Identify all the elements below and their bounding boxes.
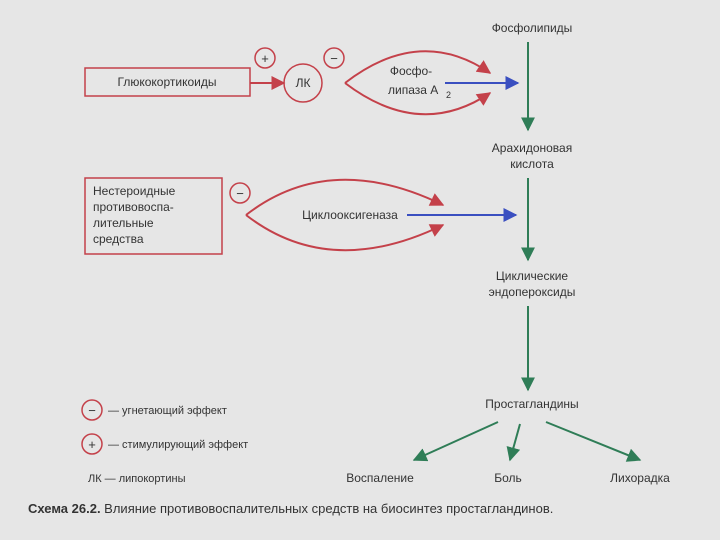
- node-cyclic-line1: Циклические: [496, 269, 569, 283]
- node-phospholipase-line2: липаза A: [388, 83, 438, 97]
- legend-minus-sign: −: [88, 403, 96, 418]
- node-fever: Лихорадка: [610, 471, 670, 485]
- legend-inhibit: — угнетающий эффект: [108, 405, 227, 417]
- node-arachidonic-line2: кислота: [510, 157, 554, 171]
- node-glucocorticoids: Глюкокортикоиды: [118, 75, 217, 89]
- node-pain: Боль: [494, 471, 522, 485]
- minus-sign-lk-text: −: [330, 51, 338, 66]
- legend-plus-sign: +: [88, 437, 96, 452]
- arrow-to-inflammation: [412, 421, 499, 462]
- box-nsaids: [84, 177, 223, 255]
- node-prostaglandins: Простагландины: [485, 397, 578, 411]
- legend-stimulate: — стимулирующий эффект: [108, 439, 248, 451]
- minus-sign-nsaids: [229, 182, 251, 204]
- node-nsaids-line2: противовоспа-: [93, 200, 174, 214]
- legend-lk-abbr: ЛК — липокортины: [88, 473, 186, 485]
- cyclooxygenase-lower-curve: [245, 214, 445, 252]
- node-nsaids-line4: средства: [93, 232, 144, 246]
- phospholipase-upper-curve: [344, 50, 492, 84]
- legend-plus-circle: [81, 433, 103, 455]
- node-inflammation: Воспаление: [346, 471, 414, 485]
- arrow-to-pain: [506, 423, 521, 462]
- node-phospholipids: Фосфолипиды: [492, 21, 573, 35]
- node-nsaids-line1: Нестероидные: [93, 184, 176, 198]
- cyclooxygenase-upper-curve: [245, 178, 445, 216]
- node-arachidonic-line1: Арахидоновая: [492, 141, 572, 155]
- node-phospholipase-subscript: 2: [446, 90, 451, 100]
- plus-sign-glucocorticoids: [254, 47, 276, 69]
- minus-sign-nsaids-text: −: [236, 186, 244, 201]
- legend-minus-circle: [81, 399, 103, 421]
- node-nsaids-line3: лительные: [93, 216, 154, 230]
- figure-caption: Схема 26.2. Влияние противовоспалительны…: [28, 501, 553, 516]
- plus-sign-glucocorticoids-text: +: [261, 51, 269, 66]
- caption-label: Схема 26.2.: [28, 501, 101, 516]
- node-cyclic-line2: эндопероксиды: [489, 285, 576, 299]
- arrow-to-fever: [545, 421, 642, 462]
- caption-text: Влияние противовоспалительных средств на…: [101, 501, 554, 516]
- phospholipase-lower-curve: [344, 82, 492, 116]
- node-lk: ЛК: [296, 76, 311, 90]
- node-cyclooxygenase: Циклооксигеназа: [302, 208, 398, 222]
- node-phospholipase-line1: Фосфо-: [390, 64, 432, 78]
- minus-sign-lk: [323, 47, 345, 69]
- node-lk-circle: [283, 63, 323, 103]
